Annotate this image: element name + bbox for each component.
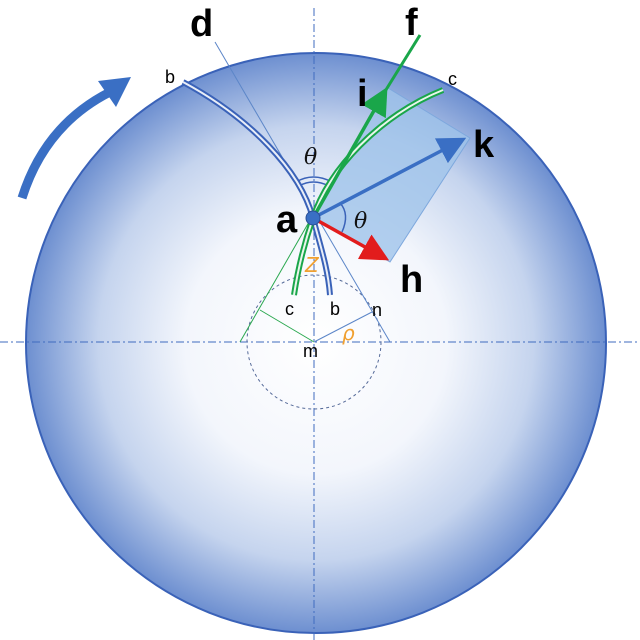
- label-f: f: [405, 2, 418, 44]
- inner-circle-rho: [246, 274, 382, 410]
- rotation-arrowhead: [98, 77, 131, 107]
- label-k: k: [473, 124, 495, 166]
- label-z: Z: [304, 253, 320, 277]
- arrow-i: [311, 86, 388, 219]
- line-to-c-foot: [259, 309, 315, 343]
- blade-b-inner: [182, 81, 331, 296]
- line-f: [382, 34, 422, 94]
- label-theta-top: θ: [304, 145, 317, 170]
- label-b-top: b: [165, 67, 175, 87]
- point-a: [305, 210, 321, 226]
- arrow-k: [312, 137, 467, 220]
- rotating-disc: [25, 52, 607, 634]
- curved-arrow-clockwise-icon: [17, 87, 113, 200]
- label-rho: ρ: [342, 321, 355, 345]
- label-theta-right: θ: [354, 209, 367, 234]
- line-a-left-base: [239, 214, 314, 343]
- line-rho: [313, 311, 373, 343]
- label-h: h: [400, 259, 423, 301]
- label-c-inner: c: [285, 299, 294, 319]
- label-c-top: c: [448, 69, 457, 89]
- label-a: a: [276, 199, 298, 241]
- label-b-inner: b: [330, 299, 340, 319]
- arrow-h: [312, 216, 390, 261]
- label-m: m: [303, 341, 318, 361]
- blade-c-inner: [293, 89, 444, 296]
- label-d: d: [190, 3, 213, 45]
- label-n: n: [372, 300, 382, 320]
- label-i: i: [357, 73, 368, 115]
